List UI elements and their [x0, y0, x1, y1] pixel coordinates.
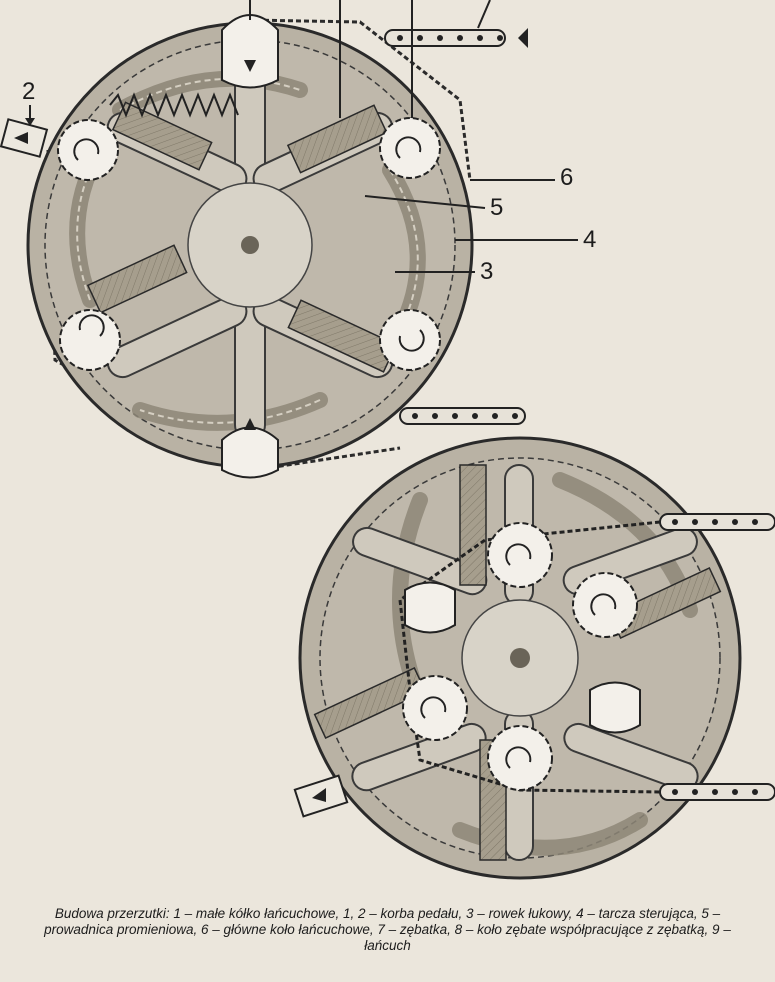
racks	[86, 101, 398, 373]
leader-lines	[249, 0, 578, 273]
callout-3: 3	[480, 258, 494, 285]
chain-top-right	[384, 29, 526, 425]
callout-5: 5	[490, 194, 504, 221]
derailleur-diagram	[0, 0, 775, 880]
spring	[109, 92, 239, 118]
callout-4: 4	[583, 226, 597, 253]
chain-direction-arrow	[518, 28, 528, 48]
figure-caption: Budowa przerzutki: 1 – małe kółko łańcuc…	[44, 906, 731, 953]
chain-loop	[46, 18, 472, 472]
callout-6: 6	[560, 164, 574, 191]
crank-carriers	[221, 14, 279, 479]
axle	[241, 236, 259, 254]
bottom-mechanism	[293, 436, 775, 880]
top-mechanism	[0, 0, 578, 479]
callout-2: 2	[22, 78, 36, 105]
small-sprockets	[57, 117, 441, 371]
